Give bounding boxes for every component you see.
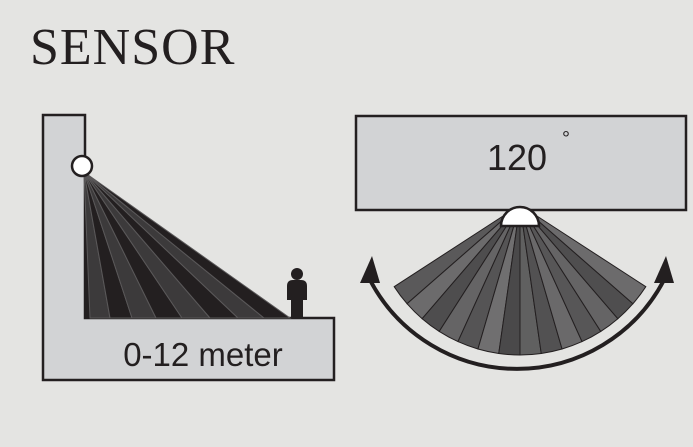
side-view: 0-12 meter (41, 113, 336, 382)
range-label: 0-12 meter (123, 336, 283, 373)
page-title: SENSOR (30, 19, 236, 76)
sensor-dome-icon (499, 205, 541, 228)
top-view: 120 ° (354, 114, 688, 371)
angle-unit: ° (562, 128, 570, 150)
wall-floor-outline (41, 113, 336, 382)
arc-arrow-icon (360, 256, 674, 371)
range-fan-segment (83, 171, 292, 319)
person-icon (287, 268, 307, 318)
angle-value: 120 (487, 137, 547, 178)
detection-range-fan (83, 171, 292, 319)
detection-angle-fan (393, 215, 647, 356)
sensor-eye-icon (70, 154, 94, 178)
angle-panel (354, 114, 688, 212)
